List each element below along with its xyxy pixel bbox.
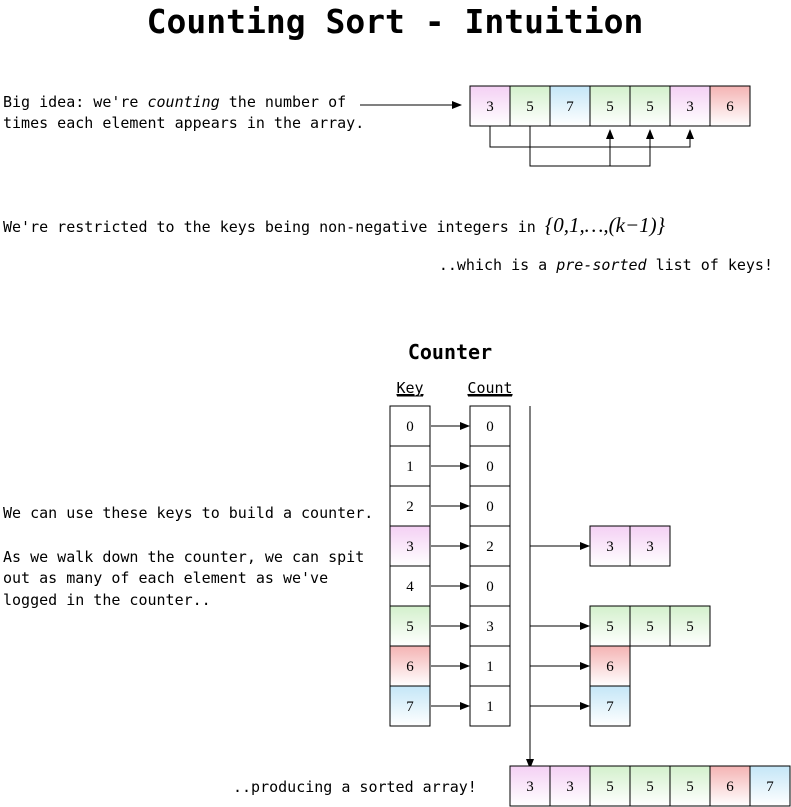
key-cell: 7 bbox=[389, 685, 431, 727]
intro-line-1: Big idea: we're counting the number of bbox=[3, 93, 346, 111]
input-cell-value: 5 bbox=[606, 99, 614, 115]
key-cell-value: 2 bbox=[406, 499, 414, 515]
count-cell-value: 2 bbox=[486, 539, 494, 555]
output-cell-value: 5 bbox=[646, 619, 654, 635]
sorted-cell: 6 bbox=[709, 765, 751, 807]
input-cell: 7 bbox=[549, 85, 591, 127]
count-cell: 0 bbox=[469, 565, 511, 607]
key-cell: 1 bbox=[389, 445, 431, 487]
explain-line-4: logged in the counter.. bbox=[3, 591, 211, 609]
output-cell: 5 bbox=[589, 605, 631, 647]
input-cell: 5 bbox=[629, 85, 671, 127]
sorted-cell-value: 5 bbox=[646, 779, 654, 795]
count-cell: 3 bbox=[469, 605, 511, 647]
input-cell-value: 6 bbox=[726, 99, 734, 115]
count-header: Count bbox=[467, 379, 512, 397]
sorted-cell-value: 7 bbox=[766, 779, 774, 795]
key-cell-value: 0 bbox=[406, 419, 414, 435]
sorted-cell-value: 5 bbox=[686, 779, 694, 795]
output-cell: 6 bbox=[589, 645, 631, 687]
key-cell: 0 bbox=[389, 405, 431, 447]
sorted-cell-value: 5 bbox=[606, 779, 614, 795]
count-cell: 1 bbox=[469, 645, 511, 687]
count-cell: 2 bbox=[469, 525, 511, 567]
count-cell: 0 bbox=[469, 405, 511, 447]
sorted-array: 3 3 5 5 5 6 7 bbox=[509, 765, 791, 807]
input-cell: 5 bbox=[509, 85, 551, 127]
sorted-cell: 5 bbox=[589, 765, 631, 807]
counter-title: Counter bbox=[408, 340, 492, 364]
count-cell-value: 0 bbox=[486, 419, 494, 435]
input-cell: 3 bbox=[469, 85, 511, 127]
output-cell-value: 5 bbox=[606, 619, 614, 635]
input-cell-value: 7 bbox=[566, 99, 574, 115]
sorted-label: ..producing a sorted array! bbox=[233, 778, 477, 796]
count-cell-value: 1 bbox=[486, 659, 494, 675]
key-cell: 4 bbox=[389, 565, 431, 607]
sorted-cell-value: 6 bbox=[726, 779, 734, 795]
output-cell: 7 bbox=[589, 685, 631, 727]
count-cell: 0 bbox=[469, 445, 511, 487]
explain-line-1: We can use these keys to build a counter… bbox=[3, 504, 373, 522]
page-title: Counting Sort - Intuition bbox=[147, 2, 644, 41]
key-cell-value: 6 bbox=[406, 659, 414, 675]
explain-line-3: out as many of each element as we've bbox=[3, 569, 328, 587]
key-cell: 6 bbox=[389, 645, 431, 687]
counter-table: 0 0 1 0 2 0 3 2 4 0 5 3 6 1 7 1 bbox=[389, 405, 511, 727]
output-cell: 5 bbox=[629, 605, 671, 647]
sorted-cell: 5 bbox=[669, 765, 711, 807]
output-cell: 3 bbox=[629, 525, 671, 567]
key-cell: 2 bbox=[389, 485, 431, 527]
input-cell-value: 3 bbox=[486, 99, 494, 115]
input-array: 3 5 7 5 5 3 6 bbox=[469, 85, 751, 127]
key-cell-value: 4 bbox=[406, 579, 414, 595]
key-header: Key bbox=[396, 379, 423, 397]
count-cell: 0 bbox=[469, 485, 511, 527]
sorted-cell: 7 bbox=[749, 765, 791, 807]
output-cell: 5 bbox=[669, 605, 711, 647]
key-cell: 5 bbox=[389, 605, 431, 647]
count-cell-value: 0 bbox=[486, 459, 494, 475]
input-cell: 6 bbox=[709, 85, 751, 127]
key-cell-value: 1 bbox=[406, 459, 414, 475]
count-cell-value: 3 bbox=[486, 619, 494, 635]
input-cell-value: 5 bbox=[526, 99, 534, 115]
sorted-cell: 3 bbox=[549, 765, 591, 807]
key-cell: 3 bbox=[389, 525, 431, 567]
output-cell-value: 3 bbox=[606, 539, 614, 555]
output-cell-value: 6 bbox=[606, 659, 614, 675]
input-cell-value: 3 bbox=[686, 99, 694, 115]
sorted-cell-value: 3 bbox=[526, 779, 534, 795]
output-cell-value: 5 bbox=[686, 619, 694, 635]
intro-line-2: times each element appears in the array. bbox=[3, 114, 364, 132]
output-cell-value: 3 bbox=[646, 539, 654, 555]
restriction-text: We're restricted to the keys being non-n… bbox=[3, 213, 666, 237]
count-cell-value: 0 bbox=[486, 499, 494, 515]
duplicate-connectors bbox=[489, 126, 694, 167]
output-groups: 3 3 5 5 5 6 7 bbox=[530, 525, 711, 727]
key-cell-value: 5 bbox=[406, 619, 414, 635]
sorted-cell-value: 3 bbox=[566, 779, 574, 795]
sorted-cell: 5 bbox=[629, 765, 671, 807]
key-cell-value: 3 bbox=[406, 539, 414, 555]
output-cell-value: 7 bbox=[606, 699, 614, 715]
input-cell-value: 5 bbox=[646, 99, 654, 115]
input-cell: 5 bbox=[589, 85, 631, 127]
output-cell: 3 bbox=[589, 525, 631, 567]
key-cell-value: 7 bbox=[406, 699, 414, 715]
input-cell: 3 bbox=[669, 85, 711, 127]
count-cell-value: 1 bbox=[486, 699, 494, 715]
count-cell: 1 bbox=[469, 685, 511, 727]
count-cell-value: 0 bbox=[486, 579, 494, 595]
sorted-cell: 3 bbox=[509, 765, 551, 807]
explain-line-2: As we walk down the counter, we can spit bbox=[3, 548, 364, 566]
presorted-note: ..which is a pre-sorted list of keys! bbox=[439, 256, 773, 274]
